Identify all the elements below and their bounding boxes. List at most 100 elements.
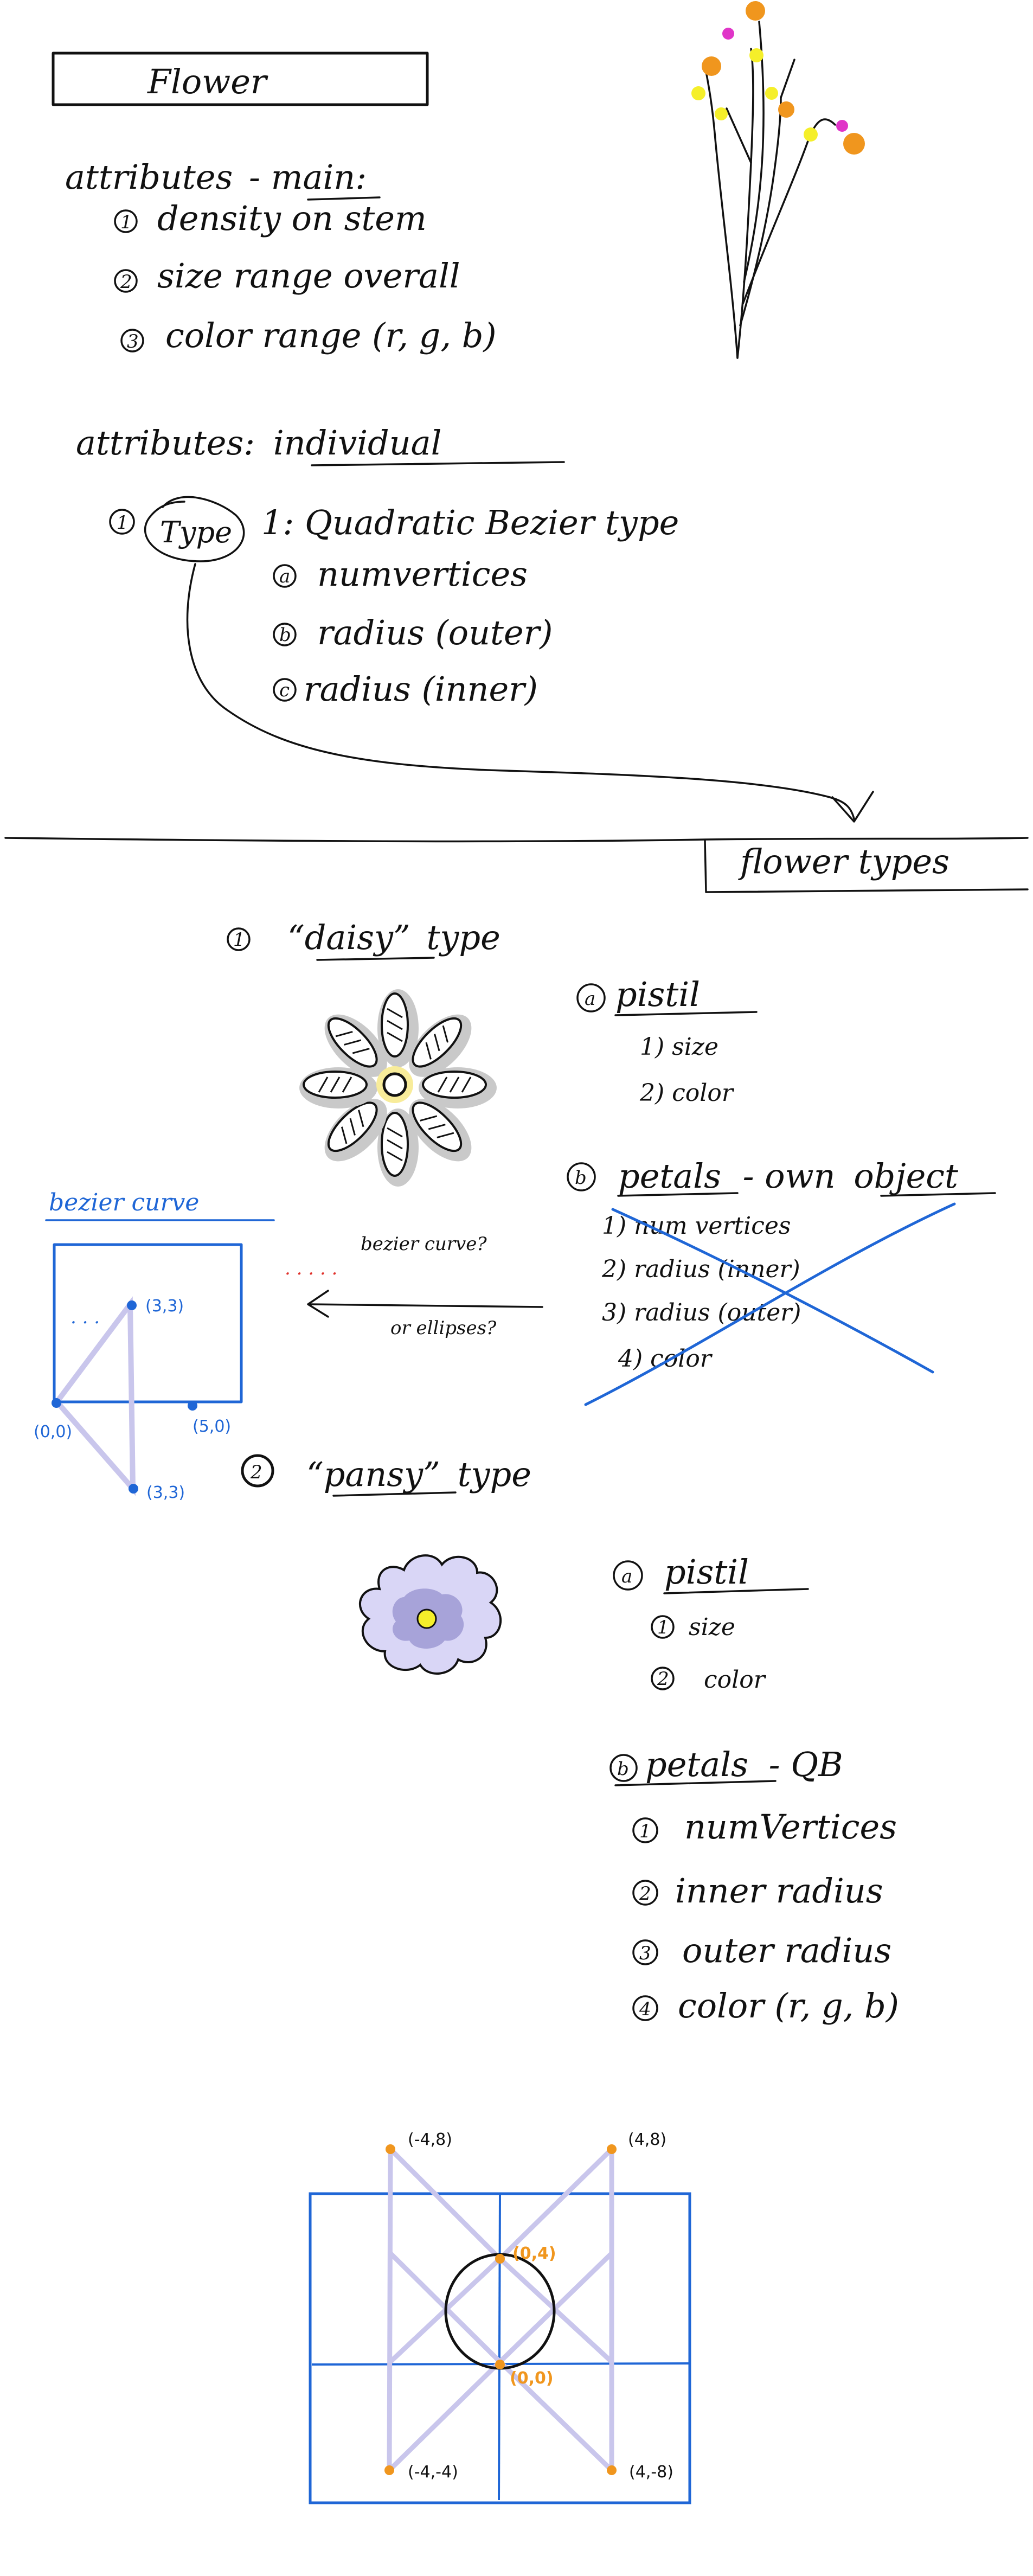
type-word: Type xyxy=(160,515,232,549)
question-arrow xyxy=(308,1303,543,1308)
flower-head-orange xyxy=(843,133,865,155)
arrow-head xyxy=(831,791,874,823)
daisy-petal-hatch xyxy=(428,1124,446,1130)
flower-head-yellow xyxy=(804,127,818,142)
daisy-petal-hatch xyxy=(434,1034,440,1052)
dotted-leader: . . . . . xyxy=(285,1258,337,1279)
pansy-pistil xyxy=(416,1609,437,1629)
subitem-text: numvertices xyxy=(317,554,528,594)
daisy-petal-hatch xyxy=(425,1042,432,1060)
control-point xyxy=(52,1398,61,1408)
main-attribute-item: 1 density on stem xyxy=(114,198,427,238)
item-number: 4 xyxy=(639,1998,651,2020)
point-label: (5,0) xyxy=(193,1417,231,1436)
subitem-text: radius (inner) xyxy=(304,669,538,709)
daisy-name: daisy xyxy=(305,918,394,957)
daisy-petal-hatch xyxy=(352,1048,370,1054)
grid-point xyxy=(495,2254,505,2264)
pistil-item: color xyxy=(704,1666,767,1694)
control-point xyxy=(127,1300,137,1310)
daisy-petal-hatch xyxy=(442,1025,449,1043)
flower-head-yellow xyxy=(749,48,763,62)
grid-diagram: (-4,8) (4,8) (0,4) (0,0) (-4,-4) (4,-8) xyxy=(309,2130,691,2504)
item-text: size range overall xyxy=(157,256,460,296)
subitem-letter: c xyxy=(279,680,290,701)
daisy-petal-hatch xyxy=(449,1076,460,1093)
flower-head-magenta xyxy=(722,28,734,40)
daisy-petal-hatch xyxy=(437,1076,448,1093)
pansy-section: 2 “pansy” type a pistil 1 size 2 color xyxy=(241,1454,899,2026)
pistil-letter: a xyxy=(621,1566,632,1587)
individual-subitem: b radius (outer) xyxy=(273,613,553,652)
item-number: 1 xyxy=(233,929,245,951)
daisy-petal-hatch xyxy=(335,1030,353,1037)
item-number: 2 xyxy=(639,1883,651,1905)
pistil-label: pistil xyxy=(664,1552,749,1592)
item-number: 1 xyxy=(117,512,129,534)
petals-item: outer radius xyxy=(682,1931,891,1970)
pansy-name: pansy xyxy=(324,1454,424,1494)
flower-head-orange xyxy=(778,101,794,118)
pistil-item: 1) size xyxy=(640,1033,718,1061)
point-label: (0,4) xyxy=(512,2244,556,2263)
petals-letter: b xyxy=(617,1758,629,1780)
type-word-loop xyxy=(144,496,245,562)
grid-point xyxy=(495,2360,505,2369)
main-attribute-item: 3 color range (r, g, b) xyxy=(120,316,497,355)
daisy-petal-hatch xyxy=(387,1151,403,1162)
daisy-petal-hatch xyxy=(387,1139,403,1150)
daisy-pistil: a pistil 1) size 2) color xyxy=(576,975,758,1107)
daisy-petal-hatch xyxy=(358,1110,364,1127)
point-label: (3,3) xyxy=(145,1297,184,1316)
petals-suffix: - QB xyxy=(769,1745,843,1784)
strike-line xyxy=(611,1208,934,1374)
flower-head-yellow xyxy=(715,107,728,120)
bezier-diagram: bezier curve . . . (3,3) (0,0) (5,0) (3,… xyxy=(34,1189,275,1502)
daisy-petal-hatch xyxy=(342,1076,352,1093)
individual-heading-underlined: individual xyxy=(273,423,442,463)
daisy-petal-hatch xyxy=(461,1076,472,1093)
control-point xyxy=(188,1401,197,1411)
section-divider xyxy=(4,837,1029,843)
pistil-letter: a xyxy=(585,988,595,1010)
petals-item: 2) radius (inner) xyxy=(601,1255,800,1283)
petals-dash: - own xyxy=(743,1156,836,1196)
grid-point xyxy=(386,2144,395,2154)
daisy-petal-hatch xyxy=(330,1076,341,1093)
flower-head-yellow xyxy=(765,87,778,100)
point-label: (4,8) xyxy=(628,2130,666,2149)
page-title: Flower xyxy=(147,62,268,101)
subitem-letter: a xyxy=(279,566,290,587)
item-text: density on stem xyxy=(157,198,427,238)
point-label: (-4,8) xyxy=(408,2130,452,2149)
pistil-item: size xyxy=(689,1613,735,1641)
grid-point xyxy=(384,2465,394,2475)
flower-head-orange xyxy=(702,56,721,76)
flower-head-magenta xyxy=(836,120,848,132)
petals-item: inner radius xyxy=(675,1871,883,1911)
svg-text:“pansy” type: “pansy” type xyxy=(306,1454,531,1494)
petals-object: object xyxy=(854,1156,958,1196)
daisy-petals: b petals - own object 1) num vertices 2)… xyxy=(567,1156,996,1406)
title-box: Flower xyxy=(52,52,429,106)
pansy-suffix: type xyxy=(458,1454,531,1494)
point-label: (0,0) xyxy=(510,2369,554,2388)
point-label: (4,-8) xyxy=(629,2463,673,2482)
bezier-title: bezier curve xyxy=(49,1189,199,1216)
daisy-petal-hatch xyxy=(344,1039,362,1046)
item-number: 1 xyxy=(657,1617,669,1638)
daisy-petal-hatch xyxy=(420,1115,438,1122)
individual-subitem: c radius (inner) xyxy=(273,669,538,709)
item-text: color range (r, g, b) xyxy=(165,316,497,355)
question-ellipses: or ellipses? xyxy=(390,1317,497,1339)
svg-text:attributes: individual: attributes: individual xyxy=(76,423,441,463)
petals-label: petals xyxy=(645,1745,748,1784)
svg-text:“daisy” type: “daisy” type xyxy=(287,918,501,957)
daisy-suffix: type xyxy=(426,918,500,957)
connector-arrow xyxy=(186,563,855,820)
daisy-section: 1 “daisy” type a pistil 1) size 2) color… xyxy=(227,918,996,1406)
petals-item: 3) radius (outer) xyxy=(602,1299,801,1327)
flower-head-orange xyxy=(746,1,765,21)
svg-text:petals - QB: petals - QB xyxy=(645,1745,843,1784)
daisy-petal-hatch xyxy=(437,1132,454,1139)
